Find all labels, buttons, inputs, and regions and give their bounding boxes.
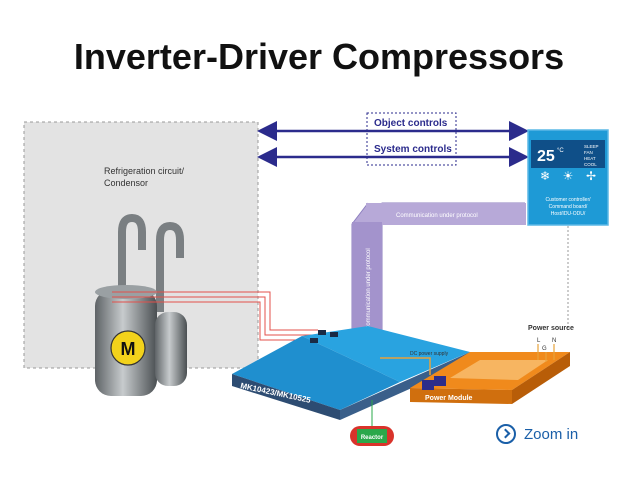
snowflake-icon: ❄ — [540, 169, 550, 183]
capacitor-1 — [434, 376, 446, 386]
chip-1 — [318, 330, 326, 335]
chip-3 — [310, 338, 318, 343]
power-module-front — [410, 388, 512, 404]
power-source-g: G — [542, 346, 547, 352]
reactor-label-plate — [357, 429, 387, 443]
chip-2 — [330, 332, 338, 337]
power-source-l: L — [537, 338, 541, 344]
refrigeration-label-line2: Condensor — [104, 178, 148, 188]
page-title: Inverter-Driver Compressors — [73, 36, 565, 77]
compressor-pipe-right — [156, 221, 184, 312]
controls-dashed-box — [366, 112, 457, 166]
controller-caption-line1: Customer controller/ — [545, 197, 591, 203]
driver-board-top — [302, 326, 470, 382]
mode-sleep: SLEEP — [584, 144, 599, 149]
controller-caption-line3: Host/IDU-ODU/ — [551, 211, 586, 217]
accumulator — [155, 312, 187, 386]
power-module-label-plate — [450, 360, 548, 380]
refrigeration-label-line1: Refrigeration circuit/ — [104, 166, 185, 176]
object-controls-label: Object controls — [374, 118, 448, 129]
dc-power-label: DC power supply — [410, 351, 449, 357]
motor-badge — [110, 330, 146, 366]
protocol-horizontal-label: Communication under protocol — [396, 213, 478, 219]
sun-icon: ☀ — [563, 169, 574, 183]
driver-board-top-front — [232, 336, 400, 410]
power-source-label: Power source — [528, 325, 574, 332]
power-source-n: N — [552, 338, 556, 344]
fan-icon: ✢ — [586, 169, 596, 183]
driver-board-edge-left — [232, 374, 340, 420]
zoom-in-label: Zoom in — [524, 425, 579, 443]
controller-display — [531, 140, 605, 168]
system-controls-label: System controls — [374, 144, 452, 155]
controller-temperature: 25 — [537, 148, 555, 165]
wire-2 — [112, 296, 318, 336]
mode-heat: HEAT — [584, 156, 596, 161]
zoom-in-button[interactable]: Zoom in — [496, 424, 578, 444]
wire-3 — [112, 301, 318, 341]
controller-unit: °C — [557, 148, 564, 154]
power-module-side — [512, 352, 570, 404]
protocol-band-horizontal — [366, 203, 526, 225]
wire-1 — [112, 291, 318, 331]
compressor-pipe-left — [118, 213, 146, 305]
mode-cool: COOL — [584, 162, 597, 167]
motor-label: M — [121, 339, 136, 359]
controller-caption-line2: Command board/ — [549, 204, 588, 210]
protocol-vertical-label: Communication under protocol — [366, 248, 372, 330]
zoom-in-icon — [496, 424, 516, 444]
power-module-label: Power Module — [425, 395, 473, 402]
reactor-label: Reactor — [361, 435, 384, 441]
dc-power-line — [380, 357, 431, 375]
protocol-band-vertical — [352, 222, 382, 340]
capacitor-2 — [422, 380, 434, 390]
mode-fan: FAN — [584, 150, 593, 155]
